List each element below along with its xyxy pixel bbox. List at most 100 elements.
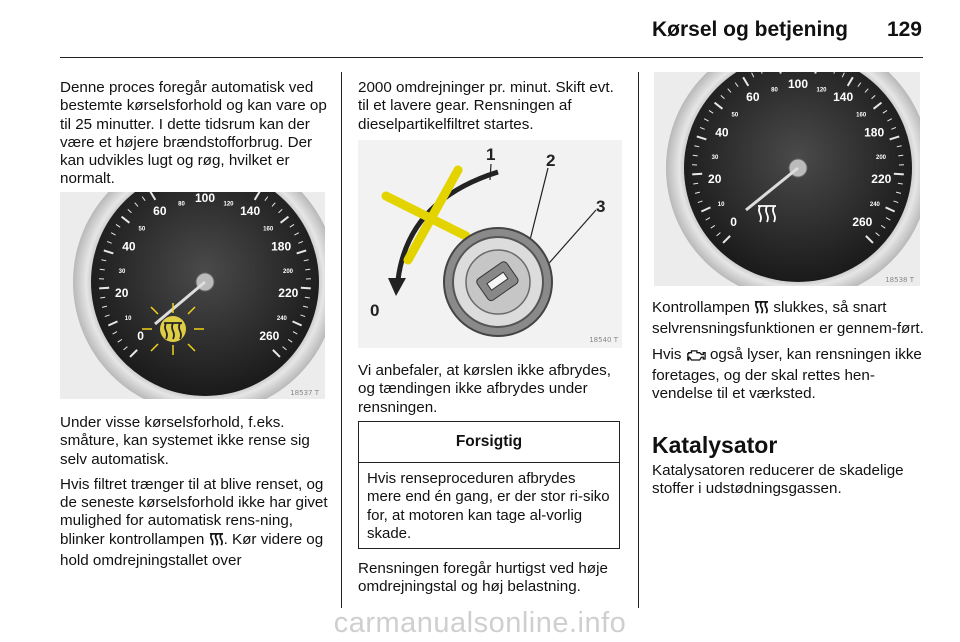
gauge-tick [99,286,110,290]
ignition-switch-illustration: 1 2 3 0 [358,140,622,348]
gauge-tick [889,135,900,141]
gauge-tick [705,217,711,221]
gauge-tick [885,217,891,221]
gauge-label: 40 [122,240,136,254]
header-rule [60,57,923,58]
gauge-tick [713,101,724,110]
gauge-label: 50 [732,113,739,119]
text: Hvis [652,345,686,363]
gauge-tick [897,182,903,185]
figure-code: 18540 T [589,336,618,344]
gauge-label: 200 [876,155,887,161]
switch-label-2: 2 [546,151,555,170]
column-2-middle: Vi anbefaler, at kørslen ikke afbrydes, … [358,362,626,424]
gauge-label: 60 [153,204,167,218]
gauge-label: 140 [833,90,853,104]
gauge-tick [272,349,281,358]
gauge-tick [696,135,707,141]
gauge-tick [110,232,116,236]
gauge-label: 100 [788,77,808,91]
figure-code: 18538 T [885,276,914,284]
gauge-tick [117,338,123,343]
gauge-label: 240 [277,316,288,322]
caution-title: Forsigtig [359,422,619,463]
gauge-tick [101,305,108,308]
paragraph: Denne proces foregår automatisk ved best… [60,79,327,188]
gauge-tick [722,235,731,244]
gauge-label: 0 [730,215,737,229]
gauge-tick [282,346,287,351]
gauge-label: 20 [115,286,129,300]
gauge-tick [727,88,732,93]
gauge-tick [300,286,311,290]
gauge-tick [751,72,755,78]
watermark: carmanualsonline.info [333,607,627,639]
gauge-tick [289,224,295,228]
gauge-tick [292,331,298,335]
gauge-label: 0 [137,329,144,343]
column-2-top: 2000 omdrejninger pr. minut. Skift evt. … [358,79,626,141]
gauge-tick [292,320,303,327]
gauge-tick [264,196,269,201]
gauge-tick [882,110,888,114]
switch-label-1: 1 [486,145,495,164]
paragraph: Under visse kørselsforhold, f.eks. småtu… [60,414,310,468]
gauge-tick [104,314,110,318]
gauge-tick [710,224,716,229]
gauge-tick [692,154,698,157]
dpf-icon [754,300,769,320]
gauge-tick [708,110,714,114]
gauge-tick [895,191,902,194]
gauge-tick [694,191,701,194]
gauge-tick [885,206,896,213]
gauge-label: 180 [271,240,291,254]
gauge-tick [893,172,904,176]
gauge-tick [304,296,310,299]
paragraph: Katalysatoren reducerer de skadelige sto… [652,462,904,498]
gauge-tick [694,145,700,148]
gauge-tick [693,182,699,185]
gauge-tick [112,331,118,335]
gauge-tick [99,268,105,271]
gauge-tick [279,215,290,224]
gauge-tick [857,82,862,87]
column-2-bottom: Rensningen foregår hurtigst ved høje omd… [358,560,626,604]
text: også lyser, kan rensningen ikke foretage… [652,345,922,403]
gauge-tick [302,305,309,308]
caution-box: Forsigtig Hvis renseproceduren afbrydes … [358,421,620,549]
gauge-label: 100 [195,192,215,205]
page-number: 129 [886,18,922,41]
gauge-tick [149,190,157,201]
gauge-label: 10 [125,316,132,322]
gauge-tick [703,118,709,122]
gauge-tick [898,154,904,157]
gauge-tick [871,94,876,100]
gauge-label: 10 [718,202,725,208]
gauge-tick [123,346,128,351]
dpf-icon [209,532,224,552]
gauge-tick [896,145,902,148]
gauge-tick [134,202,139,207]
gauge-tick [294,232,300,236]
gauge-tick [742,76,750,87]
paragraph: Kontrollampen slukkes, så snart selvrens… [652,299,924,339]
text: Kontrollampen [652,299,755,316]
gauge-tick [115,224,121,228]
gauge-tick [846,76,854,87]
gauge-tick [887,118,893,122]
column-1-bottom: Under visse kørselsforhold, f.eks. småtu… [60,414,328,577]
gauge-tick [127,208,132,214]
column-divider-1 [341,72,342,608]
gauge-tick [120,215,131,224]
gauge-tick [734,82,739,87]
gauge-tick [101,259,107,262]
gauge-tick [872,101,883,110]
gauge-label: 220 [278,286,298,300]
gauge-tick [303,259,309,262]
gauge-tick [300,314,306,318]
gauge-tick [865,235,874,244]
gauge-tick [692,172,703,176]
gauge-label: 120 [223,201,234,207]
